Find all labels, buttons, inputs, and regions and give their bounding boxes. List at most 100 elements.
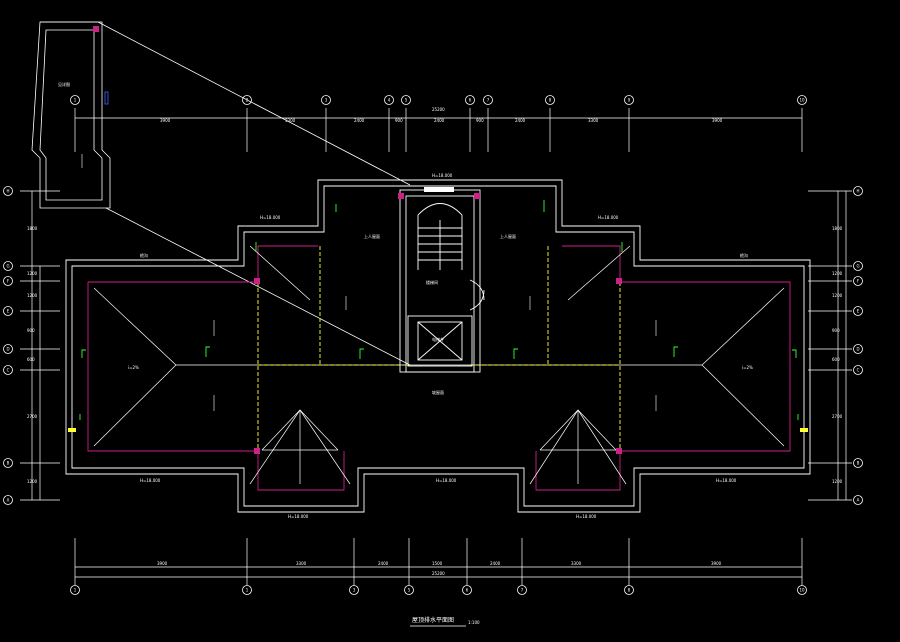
axis-right-B: B xyxy=(857,461,860,466)
axis-bottom-3: 3 xyxy=(353,588,356,593)
dim-left-3: 1200 xyxy=(27,293,38,298)
axis-top-4: 4 xyxy=(388,98,391,103)
callout-marker xyxy=(93,26,99,32)
top-dimension-chain xyxy=(74,108,803,152)
axis-bottom-6: 7 xyxy=(521,588,524,593)
dim-top-2: 3300 xyxy=(285,118,296,123)
callout-label: 见详图 xyxy=(58,81,70,87)
axis-top-3: 3 xyxy=(325,98,328,103)
dim-top-8: 3300 xyxy=(588,118,599,123)
dim-bottom-2: 3300 xyxy=(296,561,307,566)
gutter-label-right: 檐沟 xyxy=(740,252,748,258)
dim-left-2: 1200 xyxy=(27,271,38,276)
axis-top-7: 7 xyxy=(487,98,490,103)
dim-bottom-6: 3300 xyxy=(571,561,582,566)
axis-right-C: C xyxy=(857,368,860,373)
dim-bottom-3: 2400 xyxy=(378,561,389,566)
top-axis-bubbles xyxy=(70,95,807,105)
dim-bottom-1: 3900 xyxy=(157,561,168,566)
axis-bottom-5: 6 xyxy=(466,588,469,593)
slope-label-right: i=2% xyxy=(742,365,753,370)
plan-annotations: i=2% i=2% 坡屋面 上人屋面 上人屋面 檐沟 檐沟 H=18.000 H… xyxy=(128,173,753,519)
drawing-scale: 1:100 xyxy=(468,620,480,625)
axis-top-6: 6 xyxy=(469,98,472,103)
bottom-axis-bubbles xyxy=(70,585,807,595)
dim-bottom-total: 25200 xyxy=(432,571,445,576)
dim-right-2: 1200 xyxy=(832,271,843,276)
building-outline xyxy=(65,179,811,513)
axis-left-H: H xyxy=(6,189,9,194)
left-axis-labels: H G F E D C B A xyxy=(6,189,9,503)
axis-bottom-7: 8 xyxy=(628,588,631,593)
axis-top-10: 10 xyxy=(799,98,805,103)
bottom-note-left: H=18.000 xyxy=(140,478,161,483)
bottom-note-center: H=18.000 xyxy=(436,478,457,483)
dim-bottom-7: 3900 xyxy=(711,561,722,566)
axis-top-8: 8 xyxy=(549,98,552,103)
dim-top-9: 3900 xyxy=(712,118,723,123)
elevation-left: H=18.000 xyxy=(260,215,281,220)
bottom-dimension-texts: 3900 3300 2400 1500 2400 3300 3900 25200 xyxy=(157,561,722,576)
side-dimension-chains xyxy=(20,190,852,501)
axis-left-B: B xyxy=(7,461,10,466)
right-dimension-texts: 1800 1200 1200 900 600 2700 1200 xyxy=(832,226,843,484)
top-dimension-texts: 3900 3300 2400 900 2400 900 2400 3300 39… xyxy=(160,107,723,123)
dim-left-4: 900 xyxy=(27,328,35,333)
stair-label: 楼梯间 xyxy=(426,279,438,285)
bottom-note-right-wing: H=18.000 xyxy=(576,514,597,519)
roof-tag-left: 上人屋面 xyxy=(364,233,380,239)
axis-bottom-2: 1 xyxy=(246,588,249,593)
right-axis-labels: H G F E D C B A xyxy=(856,189,859,503)
dim-top-6: 900 xyxy=(476,118,484,123)
axis-left-D: D xyxy=(6,347,9,352)
dim-top-1: 3900 xyxy=(160,118,171,123)
axis-left-F: F xyxy=(7,279,10,284)
dim-left-6: 2700 xyxy=(27,414,38,419)
dim-top-total: 25200 xyxy=(432,107,445,112)
bottom-axis-labels: 1 1 3 5 6 7 8 10 xyxy=(74,588,805,593)
downpipe-markers xyxy=(79,200,799,420)
detail-callout-box xyxy=(31,21,411,366)
callout-side-mark xyxy=(104,91,109,105)
slope-arrows xyxy=(81,154,657,411)
center-note: 坡屋面 xyxy=(432,389,444,395)
dim-right-7: 1200 xyxy=(832,479,843,484)
axis-right-D: D xyxy=(856,347,859,352)
top-axis-labels: 1 2 3 4 5 6 7 8 9 10 xyxy=(74,98,805,103)
drawing-title-block: 屋顶排水平面图 1:100 xyxy=(410,616,480,627)
drawing-title: 屋顶排水平面图 xyxy=(412,616,454,624)
dim-top-7: 2400 xyxy=(515,118,526,123)
slope-label-left: i=2% xyxy=(128,365,139,370)
dim-top-4: 900 xyxy=(395,118,403,123)
axis-right-G: G xyxy=(856,264,859,269)
axis-right-A: A xyxy=(857,498,860,503)
axis-top-9: 9 xyxy=(628,98,631,103)
dim-left-7: 1200 xyxy=(27,479,38,484)
left-axis-bubbles xyxy=(3,186,13,505)
gutter-label-left: 檐沟 xyxy=(140,252,148,258)
axis-left-A: A xyxy=(7,498,10,503)
dim-right-6: 2700 xyxy=(832,414,843,419)
dim-right-5: 600 xyxy=(832,357,840,362)
elevation-right: H=18.000 xyxy=(598,215,619,220)
dim-top-3: 2400 xyxy=(354,118,365,123)
rainwater-outlets xyxy=(254,193,622,454)
dim-bottom-5: 2400 xyxy=(490,561,501,566)
eaves-gutter xyxy=(87,245,791,491)
axis-top-5: 5 xyxy=(405,98,408,103)
dim-right-3: 1200 xyxy=(832,293,843,298)
axis-left-G: G xyxy=(6,264,9,269)
dim-right-1: 1800 xyxy=(832,226,843,231)
stair-core xyxy=(399,189,485,373)
axis-bottom-1: 1 xyxy=(74,588,77,593)
axis-left-E: E xyxy=(7,309,10,314)
axis-bottom-8: 10 xyxy=(799,588,805,593)
drainage-boundary xyxy=(257,246,621,451)
roof-tag-right: 上人屋面 xyxy=(500,233,516,239)
bottom-note-right: H=18.000 xyxy=(716,478,737,483)
left-dimension-texts: 1800 1200 1200 900 600 2700 1200 xyxy=(27,226,38,484)
dim-right-4: 900 xyxy=(832,328,840,333)
overflow-scuppers xyxy=(68,428,808,432)
axis-bottom-4: 5 xyxy=(408,588,411,593)
axis-top-1: 1 xyxy=(74,98,77,103)
